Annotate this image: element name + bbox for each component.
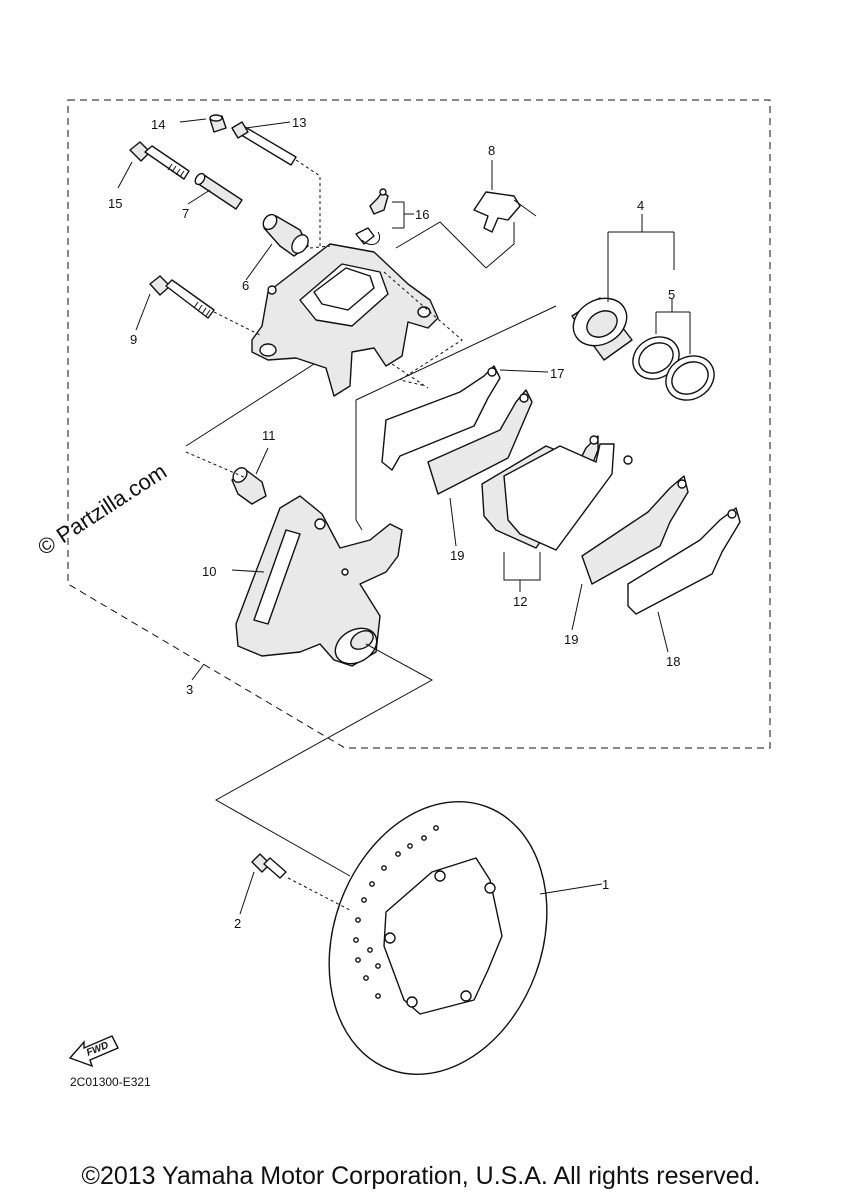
callout-14: 14 xyxy=(151,117,165,132)
caliper-body[interactable] xyxy=(251,243,439,397)
part-11-boot[interactable] xyxy=(230,465,267,505)
part-6-boot[interactable] xyxy=(260,212,311,257)
callout-4: 4 xyxy=(637,198,644,213)
assembly-boundary xyxy=(67,99,771,749)
part-1-brake-disc[interactable] xyxy=(292,771,583,1105)
callout-18: 18 xyxy=(666,654,680,669)
callout-19-right: 19 xyxy=(564,632,578,647)
part-17-shim[interactable] xyxy=(381,365,501,471)
part-13-pad-pin[interactable] xyxy=(231,121,297,166)
callout-2: 2 xyxy=(234,916,241,931)
copyright-notice: ©2013 Yamaha Motor Corporation, U.S.A. A… xyxy=(81,1162,761,1190)
part-14-cap[interactable] xyxy=(209,114,227,133)
callout-8: 8 xyxy=(488,143,495,158)
reference-lines xyxy=(185,221,557,877)
part-18-shim[interactable] xyxy=(627,507,741,615)
callout-5: 5 xyxy=(668,287,675,302)
part-19-pad-right[interactable] xyxy=(581,475,689,585)
callout-3: 3 xyxy=(186,682,193,697)
callout-6: 6 xyxy=(242,278,249,293)
callout-9: 9 xyxy=(130,332,137,347)
part-15-bolt[interactable] xyxy=(129,141,190,180)
part-12-pad-set[interactable] xyxy=(481,435,633,551)
leader-lines xyxy=(117,118,691,915)
callout-13: 13 xyxy=(292,115,306,130)
part-16-bleed-screw[interactable] xyxy=(355,188,389,245)
callout-12: 12 xyxy=(513,594,527,609)
part-5-seals[interactable] xyxy=(625,329,722,409)
part-19-pad-left[interactable] xyxy=(427,389,533,495)
callout-7: 7 xyxy=(182,206,189,221)
callout-11: 11 xyxy=(262,428,276,443)
part-8-pad-spring[interactable] xyxy=(473,191,537,233)
part-10-caliper-bracket[interactable] xyxy=(235,495,403,671)
part-9-bolt[interactable] xyxy=(149,275,215,319)
callout-1: 1 xyxy=(602,877,609,892)
part-7-pin[interactable] xyxy=(193,172,243,210)
disc-vent-holes xyxy=(353,825,439,999)
callout-15: 15 xyxy=(108,196,122,211)
part-4-piston[interactable] xyxy=(565,289,635,361)
fwd-arrow-icon: FWD xyxy=(68,1035,119,1068)
diagram-code: 2C01300-E321 xyxy=(70,1075,151,1089)
callout-17: 17 xyxy=(550,366,564,381)
part-2-bolt[interactable] xyxy=(251,853,287,879)
alignment-lines xyxy=(185,159,463,911)
callout-16: 16 xyxy=(415,207,429,222)
callout-10: 10 xyxy=(202,564,216,579)
callout-19-left: 19 xyxy=(450,548,464,563)
watermark: © Partzilla.com xyxy=(33,458,171,560)
